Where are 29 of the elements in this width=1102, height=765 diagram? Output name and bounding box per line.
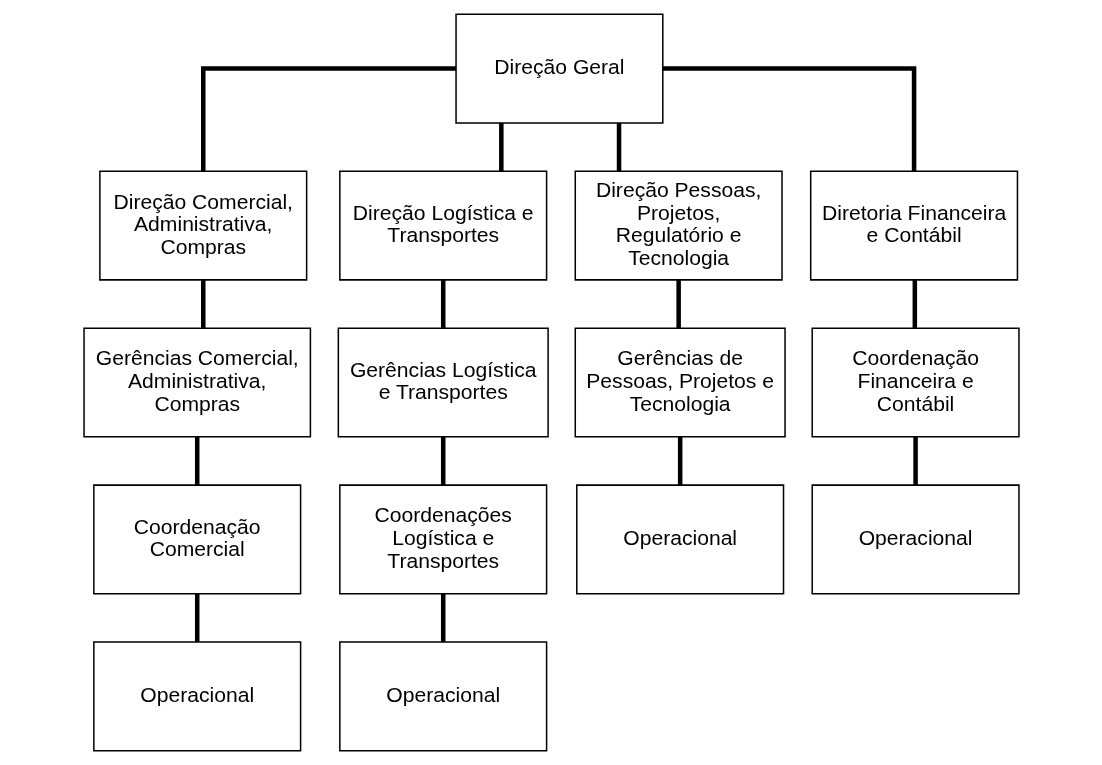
connector	[440, 593, 445, 643]
node-box: Operacional	[338, 641, 547, 752]
node-box: Gerências Logística e Transportes	[337, 327, 549, 438]
node-box: Operacional	[810, 484, 1020, 595]
node-box: Diretoria Financeira e Contábil	[809, 170, 1018, 281]
connector	[675, 280, 681, 329]
connector	[194, 593, 199, 643]
connector	[616, 123, 621, 172]
node-box: Direção Pessoas, Projetos, Regulatório e Tecnologia	[574, 170, 783, 281]
connector	[677, 436, 682, 486]
node-box: Gerências de Pessoas, Projetos e Tecnologia	[574, 327, 786, 438]
node-box: Coordenações Logística e Transportes	[338, 484, 547, 595]
node-box: Direção Comercial, Administrativa, Compras	[98, 170, 307, 281]
connector	[200, 280, 206, 329]
connector	[440, 436, 445, 486]
connector	[912, 436, 918, 486]
connector	[194, 436, 199, 486]
node-box: Operacional	[575, 484, 784, 595]
node-box: Gerências Comercial, Administrativa, Compras	[82, 327, 311, 438]
connector	[200, 66, 456, 172]
node-box: Direção Geral	[454, 13, 664, 124]
node-box: Direção Logística e Transportes	[338, 170, 547, 281]
node-box: Operacional	[92, 641, 301, 752]
connector	[912, 280, 917, 329]
connector	[662, 66, 916, 172]
node-box: Coordenação Financeira e Contábil	[810, 327, 1020, 438]
connector	[498, 123, 504, 172]
node-box: Coordenação Comercial	[92, 484, 301, 595]
connector	[440, 280, 445, 329]
